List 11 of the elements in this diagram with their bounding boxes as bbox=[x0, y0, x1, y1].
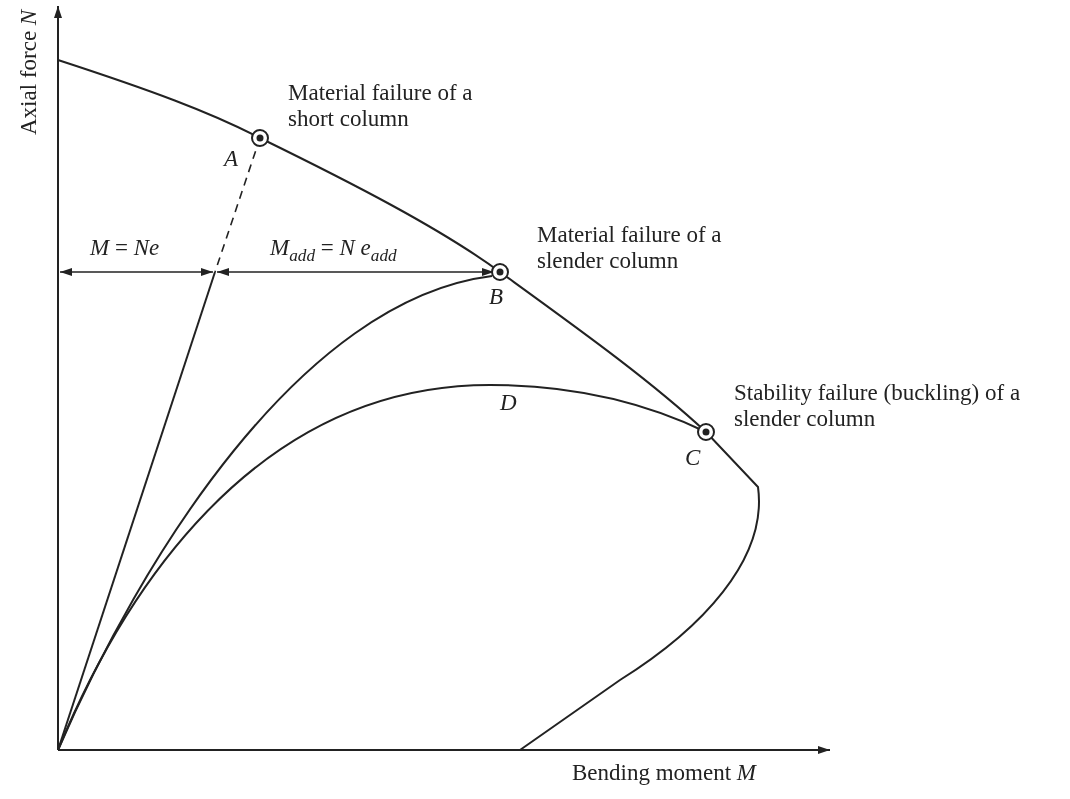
point-label: A bbox=[224, 146, 239, 173]
point-label: C bbox=[685, 445, 701, 472]
annotation: Material failure of a slender column bbox=[537, 222, 723, 275]
point-label: B bbox=[489, 284, 504, 311]
moment-label: M = Ne bbox=[90, 235, 160, 262]
point-label: D bbox=[500, 390, 517, 417]
axis-title: Bending moment M bbox=[572, 760, 756, 787]
annotation: Stability failure (buckling) of a slender column bbox=[734, 380, 1022, 433]
annotation: Material failure of a short column bbox=[288, 80, 474, 133]
axis-title: Axial force N bbox=[16, 9, 42, 135]
moment-label: M$_{add}$ = N e$_{add}$ bbox=[270, 235, 397, 266]
